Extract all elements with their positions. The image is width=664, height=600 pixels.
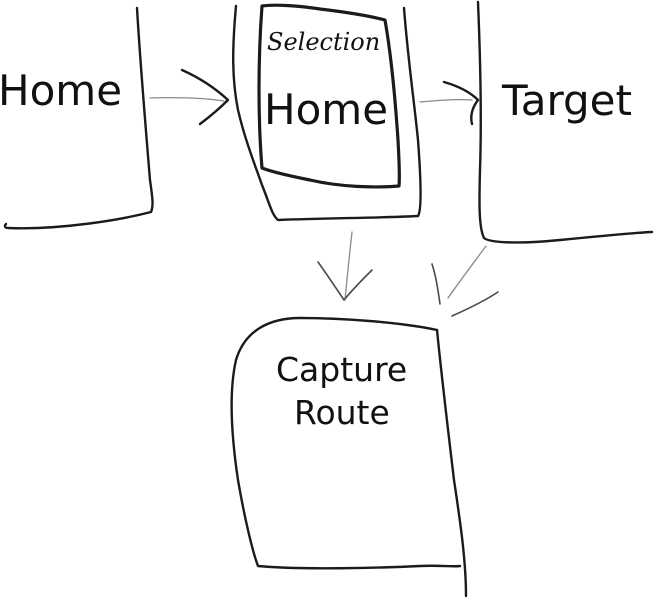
node-selection-label: Home [264, 85, 389, 134]
node-capture-route-label-line2: Route [294, 393, 390, 432]
node-capture-route-label-line1: Capture [276, 350, 408, 389]
node-home-left-box [3, 6, 154, 230]
node-selection-title: Selection [267, 28, 381, 56]
node-target-box [476, 0, 654, 244]
node-capture-route-box [230, 316, 468, 598]
node-selection-box [232, 3, 422, 222]
edge-selection-to-target [419, 80, 480, 126]
node-target-label: Target [502, 76, 632, 125]
edge-selection-to-capture-route [317, 231, 373, 301]
node-home-left-label: Home [0, 66, 123, 115]
edge-home-to-selection [149, 68, 230, 126]
edge-target-to-capture-route [431, 245, 499, 317]
